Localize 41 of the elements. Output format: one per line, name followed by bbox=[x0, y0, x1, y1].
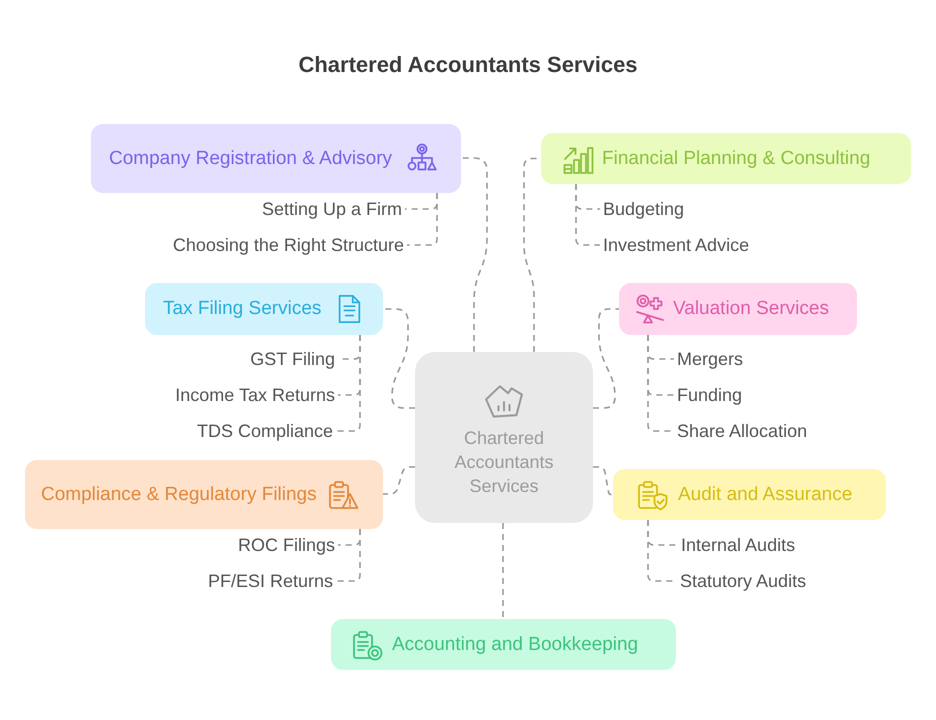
service-title: Company Registration & Advisory bbox=[109, 146, 392, 170]
service-title: Compliance & Regulatory Filings bbox=[41, 482, 317, 506]
dashed-connector bbox=[593, 308, 619, 409]
service-box bbox=[145, 283, 383, 335]
service-box bbox=[613, 469, 886, 520]
subservice-label: Setting Up a Firm bbox=[262, 198, 402, 220]
service-box bbox=[91, 124, 461, 193]
dashed-connector bbox=[593, 466, 613, 496]
dashed-connector bbox=[383, 308, 415, 409]
service-title: Valuation Services bbox=[673, 297, 829, 321]
subservice-label: Funding bbox=[677, 384, 742, 406]
service-box bbox=[331, 619, 676, 670]
dashed-connector bbox=[383, 466, 415, 495]
dashed-connector bbox=[461, 157, 488, 352]
subservice-label: Internal Audits bbox=[681, 534, 796, 556]
service-title: Audit and Assurance bbox=[678, 482, 852, 506]
dashed-connector bbox=[336, 335, 361, 432]
subservice-label: Choosing the Right Structure bbox=[172, 234, 404, 256]
subservice-label: Income Tax Returns bbox=[175, 384, 335, 406]
service-box bbox=[541, 133, 911, 184]
subservice-label: ROC Filings bbox=[238, 534, 335, 556]
dashed-connector bbox=[336, 529, 361, 582]
hub-box bbox=[415, 352, 593, 523]
subservice-label: Investment Advice bbox=[603, 234, 750, 256]
diagram-title: Chartered Accountants Services bbox=[298, 52, 638, 78]
dashed-connector bbox=[407, 193, 438, 246]
hub-title: Chartered Accountants Services bbox=[454, 427, 554, 498]
subservice-label: GST Filing bbox=[250, 348, 335, 370]
service-title: Accounting and Bookkeeping bbox=[392, 632, 638, 656]
subservice-label: Share Allocation bbox=[677, 420, 808, 442]
subservice-label: Budgeting bbox=[603, 198, 684, 220]
subservice-label: Statutory Audits bbox=[680, 570, 806, 592]
service-title: Tax Filing Services bbox=[163, 297, 322, 321]
subservice-label: TDS Compliance bbox=[196, 420, 333, 442]
service-box bbox=[25, 460, 383, 529]
service-title: Financial Planning & Consulting bbox=[602, 146, 870, 170]
subservice-label: PF/ESI Returns bbox=[208, 570, 333, 592]
subservice-label: Mergers bbox=[677, 348, 744, 370]
dashed-connector bbox=[502, 523, 504, 619]
service-box bbox=[619, 283, 857, 335]
dashed-connector bbox=[575, 184, 600, 246]
